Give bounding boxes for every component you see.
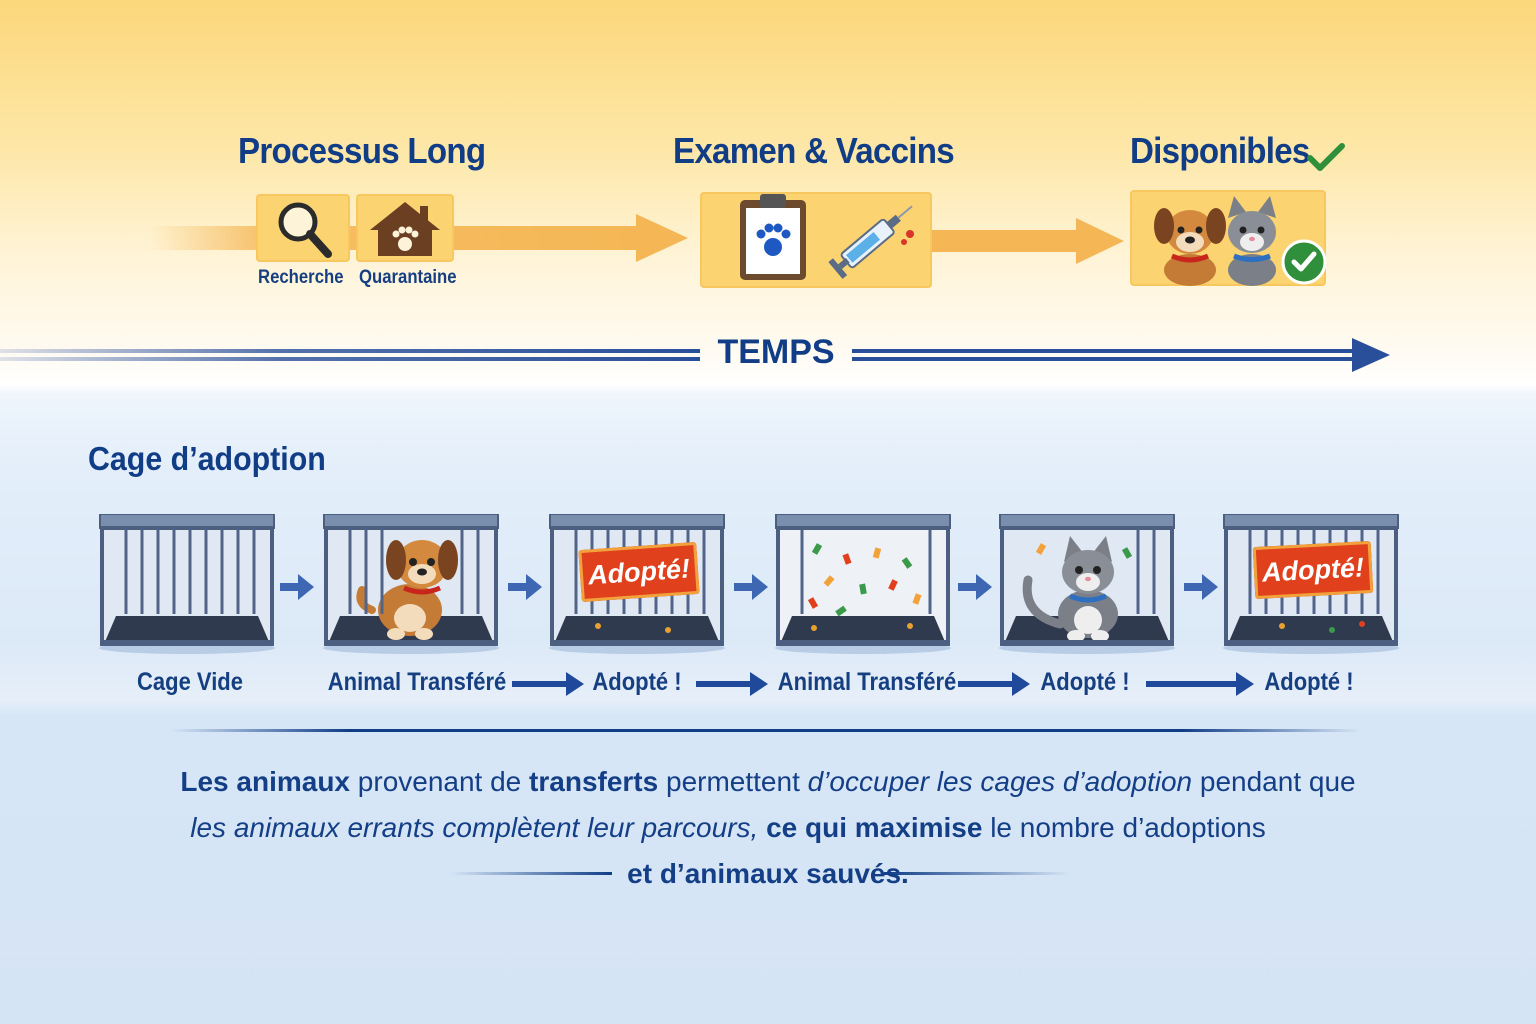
cage-connector-arrow xyxy=(508,574,542,600)
adopted-sign-1: Adopté! xyxy=(578,541,700,603)
cage-connector-arrow xyxy=(734,574,768,600)
quarantine-swatch xyxy=(356,194,454,262)
clipboard-paw-icon xyxy=(740,194,806,280)
search-swatch xyxy=(256,194,350,262)
conclusion-rule-right xyxy=(884,872,1070,875)
flow-arrow xyxy=(958,672,1030,696)
exam-swatch xyxy=(700,192,932,288)
magnifier-icon xyxy=(278,202,332,258)
flow-arrow xyxy=(696,672,768,696)
time-axis-label: TEMPS xyxy=(717,333,835,371)
cage-4 xyxy=(774,513,952,656)
confetti xyxy=(807,543,922,617)
cage-5 xyxy=(998,513,1176,656)
conclusion-text: et d’animaux sauvés. xyxy=(627,858,909,889)
cage-connector-arrow xyxy=(1184,574,1218,600)
stage-title-processus: Processus Long xyxy=(238,130,486,171)
conclusion-text: ce qui xyxy=(758,812,855,843)
syringe-icon xyxy=(828,205,914,279)
conclusion-text: Les xyxy=(180,766,237,797)
sub-label-quarantaine: Quarantaine xyxy=(359,267,457,288)
dog-cat-icon xyxy=(1154,196,1327,286)
adopted-sign-2: Adopté! xyxy=(1252,540,1374,600)
step-label-2: Animal Transféré xyxy=(327,668,507,696)
step-label-4: Animal Transféré xyxy=(777,668,957,696)
divider xyxy=(170,729,1360,732)
conclusion-text: transferts xyxy=(529,766,659,797)
step-label-1: Cage Vide xyxy=(137,668,243,696)
pipeline-arrow-2 xyxy=(932,218,1124,264)
cage-2 xyxy=(322,513,500,656)
adopted-sign-text: Adopté! xyxy=(587,553,691,591)
conclusion-text: d’occuper les cages d’adoption xyxy=(807,766,1193,797)
conclusion-text: pendant que xyxy=(1192,766,1356,797)
dog-icon xyxy=(356,540,458,640)
time-axis xyxy=(0,338,1390,372)
conclusion-line-3: et d’animaux sauvés. xyxy=(0,858,1536,890)
check-icon xyxy=(1307,143,1345,171)
conclusion-text: le nombre d’adoptions xyxy=(982,812,1266,843)
available-swatch xyxy=(1130,190,1327,286)
sub-label-recherche: Recherche xyxy=(258,267,344,288)
conclusion-text: provenant de xyxy=(350,766,530,797)
stage-title-examen: Examen & Vaccins xyxy=(673,130,955,171)
adopted-sign-text: Adopté! xyxy=(1261,552,1365,588)
conclusion-text: permettent xyxy=(658,766,808,797)
stage-title-disponibles: Disponibles xyxy=(1130,130,1310,171)
section-title-cage: Cage d’adoption xyxy=(88,440,326,477)
conclusion-text: animaux xyxy=(236,766,351,797)
conclusion-text: maximise xyxy=(854,812,983,843)
conclusion-line-1: Les animaux provenant de transferts perm… xyxy=(0,766,1536,798)
conclusion-text: les animaux errants complètent leur parc… xyxy=(190,812,759,843)
step-label-5: Adopté ! xyxy=(1040,668,1130,696)
cat-icon xyxy=(1022,536,1118,642)
flow-arrow xyxy=(1146,672,1254,696)
cage-connector-arrow xyxy=(958,574,992,600)
step-label-3: Adopté ! xyxy=(592,668,682,696)
cage-connector-arrow xyxy=(280,574,314,600)
conclusion-line-2: les animaux errants complètent leur parc… xyxy=(0,812,1496,844)
flow-arrow xyxy=(512,672,584,696)
cage-1 xyxy=(98,513,276,656)
conclusion-rule-left xyxy=(450,872,612,875)
house-paw-icon xyxy=(370,202,440,256)
step-label-6: Adopté ! xyxy=(1264,668,1354,696)
